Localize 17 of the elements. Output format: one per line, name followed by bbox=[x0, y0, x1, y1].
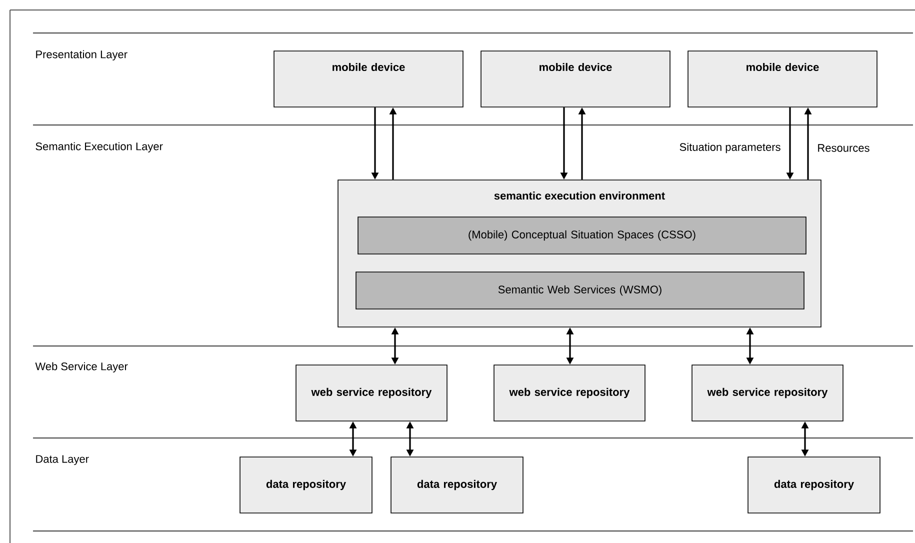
device-box: mobile device bbox=[688, 50, 878, 108]
device-box: mobile device bbox=[274, 50, 464, 108]
component-box: Semantic Web Services (WSMO) bbox=[356, 272, 804, 310]
layer-label: Presentation Layer bbox=[36, 50, 128, 60]
layer-label: Web Service Layer bbox=[35, 362, 128, 372]
layer-label: Data Layer bbox=[36, 455, 89, 466]
repository-box: web service repository bbox=[494, 364, 646, 422]
edge-label: Resources bbox=[816, 143, 871, 153]
repository-box: web service repository bbox=[692, 364, 844, 422]
repository-box: data repository bbox=[748, 456, 880, 514]
repository-box: web service repository bbox=[296, 364, 448, 422]
edge-label: Situation parameters bbox=[678, 142, 782, 154]
repository-box: data repository bbox=[390, 456, 524, 514]
repository-box: data repository bbox=[240, 456, 372, 514]
device-box: mobile device bbox=[480, 50, 670, 108]
layer-label: Semantic Execution Layer bbox=[36, 142, 163, 152]
component-box: (Mobile) Conceptual Situation Spaces (CSSO) bbox=[358, 216, 806, 254]
